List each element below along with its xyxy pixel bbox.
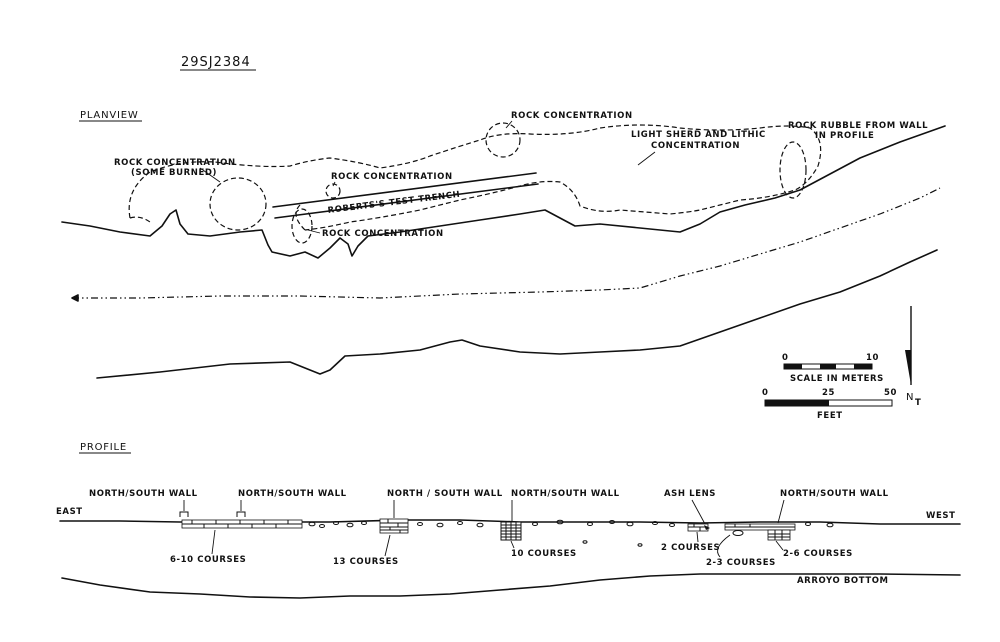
label-courses-2-6: 2-6 COURSES bbox=[783, 549, 853, 559]
leader-small bbox=[332, 181, 336, 187]
label-courses-2: 2 COURSES bbox=[661, 543, 720, 553]
scale-meters: 0 10 SCALE IN METERS bbox=[782, 353, 884, 384]
label-wall-1: NORTH/SOUTH WALL bbox=[89, 489, 198, 499]
wall-segment-10-courses bbox=[500, 521, 522, 541]
label-rock-concentration-top: ROCK CONCENTRATION bbox=[511, 111, 633, 121]
leader-bottom bbox=[307, 229, 321, 234]
rock-concentration-small bbox=[325, 183, 341, 199]
leader-courses-10 bbox=[510, 540, 515, 549]
test-trench-line-north bbox=[272, 172, 537, 208]
wall-bracket-2 bbox=[236, 511, 246, 517]
profile-rubble-stones bbox=[308, 519, 834, 547]
scale-m-seg-1 bbox=[784, 364, 802, 369]
label-test-trench: ROBERTS'S TEST TRENCH bbox=[327, 190, 461, 216]
label-wall-5: NORTH/SOUTH WALL bbox=[780, 489, 889, 499]
channel-centerline bbox=[72, 187, 941, 299]
leader-burned bbox=[199, 167, 221, 183]
ash-lens-marker bbox=[704, 525, 710, 530]
label-arroyo-bottom: ARROYO BOTTOM bbox=[797, 576, 889, 586]
label-wall-3: NORTH / SOUTH WALL bbox=[387, 489, 503, 499]
wall-segment-1 bbox=[181, 519, 303, 529]
label-courses-10: 10 COURSES bbox=[511, 549, 577, 559]
scale-feet-label: FEET bbox=[817, 411, 843, 421]
label-wall-2: NORTH/SOUTH WALL bbox=[238, 489, 347, 499]
north-sub-label: T bbox=[915, 398, 921, 408]
north-bank-edge bbox=[61, 125, 946, 259]
label-ash-lens: ASH LENS bbox=[664, 489, 716, 499]
north-arrow: N T bbox=[905, 306, 921, 408]
leader-ash-lens bbox=[691, 499, 706, 525]
south-bank-edge bbox=[96, 249, 938, 379]
label-courses-2-3: 2-3 COURSES bbox=[706, 558, 776, 568]
scale-ft-tick-50: 50 bbox=[884, 388, 897, 398]
label-wall-4: NORTH/SOUTH WALL bbox=[511, 489, 620, 499]
label-light-sherd: LIGHT SHERD AND LITHIC bbox=[631, 130, 766, 140]
leader-top bbox=[505, 120, 513, 129]
label-rock-concentration-bottom: ROCK CONCENTRATION bbox=[322, 229, 444, 239]
label-rock-concentration-small: ROCK CONCENTRATION bbox=[331, 172, 453, 182]
scale-feet: 0 25 50 FEET bbox=[762, 388, 897, 421]
scale-ft-seg-1 bbox=[765, 400, 829, 406]
label-concentration: CONCENTRATION bbox=[651, 141, 740, 151]
wall-segment-2-6-courses bbox=[724, 523, 796, 541]
rock-concentration-burned bbox=[209, 177, 267, 231]
wall-bracket-1 bbox=[179, 511, 189, 517]
north-label: N bbox=[906, 392, 914, 403]
scale-m-tick-0: 0 bbox=[782, 353, 789, 363]
leader-courses-2-6 bbox=[775, 540, 784, 551]
leader-wall-5 bbox=[777, 499, 785, 524]
label-in-profile: IN PROFILE bbox=[815, 131, 874, 141]
scale-meters-label: SCALE IN METERS bbox=[790, 374, 884, 384]
rock-concentration-top bbox=[485, 122, 521, 158]
rock-concentration-bottom bbox=[291, 208, 313, 244]
site-boundary-dashed-inner bbox=[295, 204, 306, 231]
arroyo-bottom-line bbox=[61, 573, 961, 599]
site-id: 29SJ2384 bbox=[181, 55, 251, 70]
test-trench-line-south bbox=[274, 183, 539, 219]
label-courses-6-10: 6-10 COURSES bbox=[170, 555, 246, 565]
site-boundary-dashed bbox=[128, 124, 822, 231]
site-boundary-dashed-west bbox=[129, 216, 151, 223]
rock-rubble-area bbox=[779, 141, 807, 199]
leader-courses-13 bbox=[384, 534, 391, 557]
scale-ft-tick-0: 0 bbox=[762, 388, 769, 398]
wall-segment-2-courses bbox=[687, 523, 709, 532]
label-rock-rubble: ROCK RUBBLE FROM WALL bbox=[788, 121, 928, 131]
leader-sherd bbox=[637, 151, 656, 166]
label-rock-concentration-burned: ROCK CONCENTRATION bbox=[114, 158, 236, 168]
scale-m-seg-3 bbox=[820, 364, 836, 369]
label-west: WEST bbox=[926, 511, 956, 521]
wall-segment-13-courses bbox=[379, 518, 409, 534]
leader-courses-2-3 bbox=[717, 534, 731, 558]
label-east: EAST bbox=[56, 507, 83, 517]
profile-title: PROFILE bbox=[80, 442, 127, 453]
scale-ft-tick-25: 25 bbox=[822, 388, 835, 398]
scale-m-tick-10: 10 bbox=[866, 353, 879, 363]
planview-title: PLANVIEW bbox=[80, 110, 139, 121]
leader-courses-2 bbox=[696, 531, 699, 543]
channel-arrow bbox=[71, 294, 79, 302]
leader-courses-6-10 bbox=[211, 529, 216, 555]
scale-m-seg-5 bbox=[854, 364, 872, 369]
label-some-burned: (SOME BURNED) bbox=[131, 168, 217, 178]
label-courses-13: 13 COURSES bbox=[333, 557, 399, 567]
